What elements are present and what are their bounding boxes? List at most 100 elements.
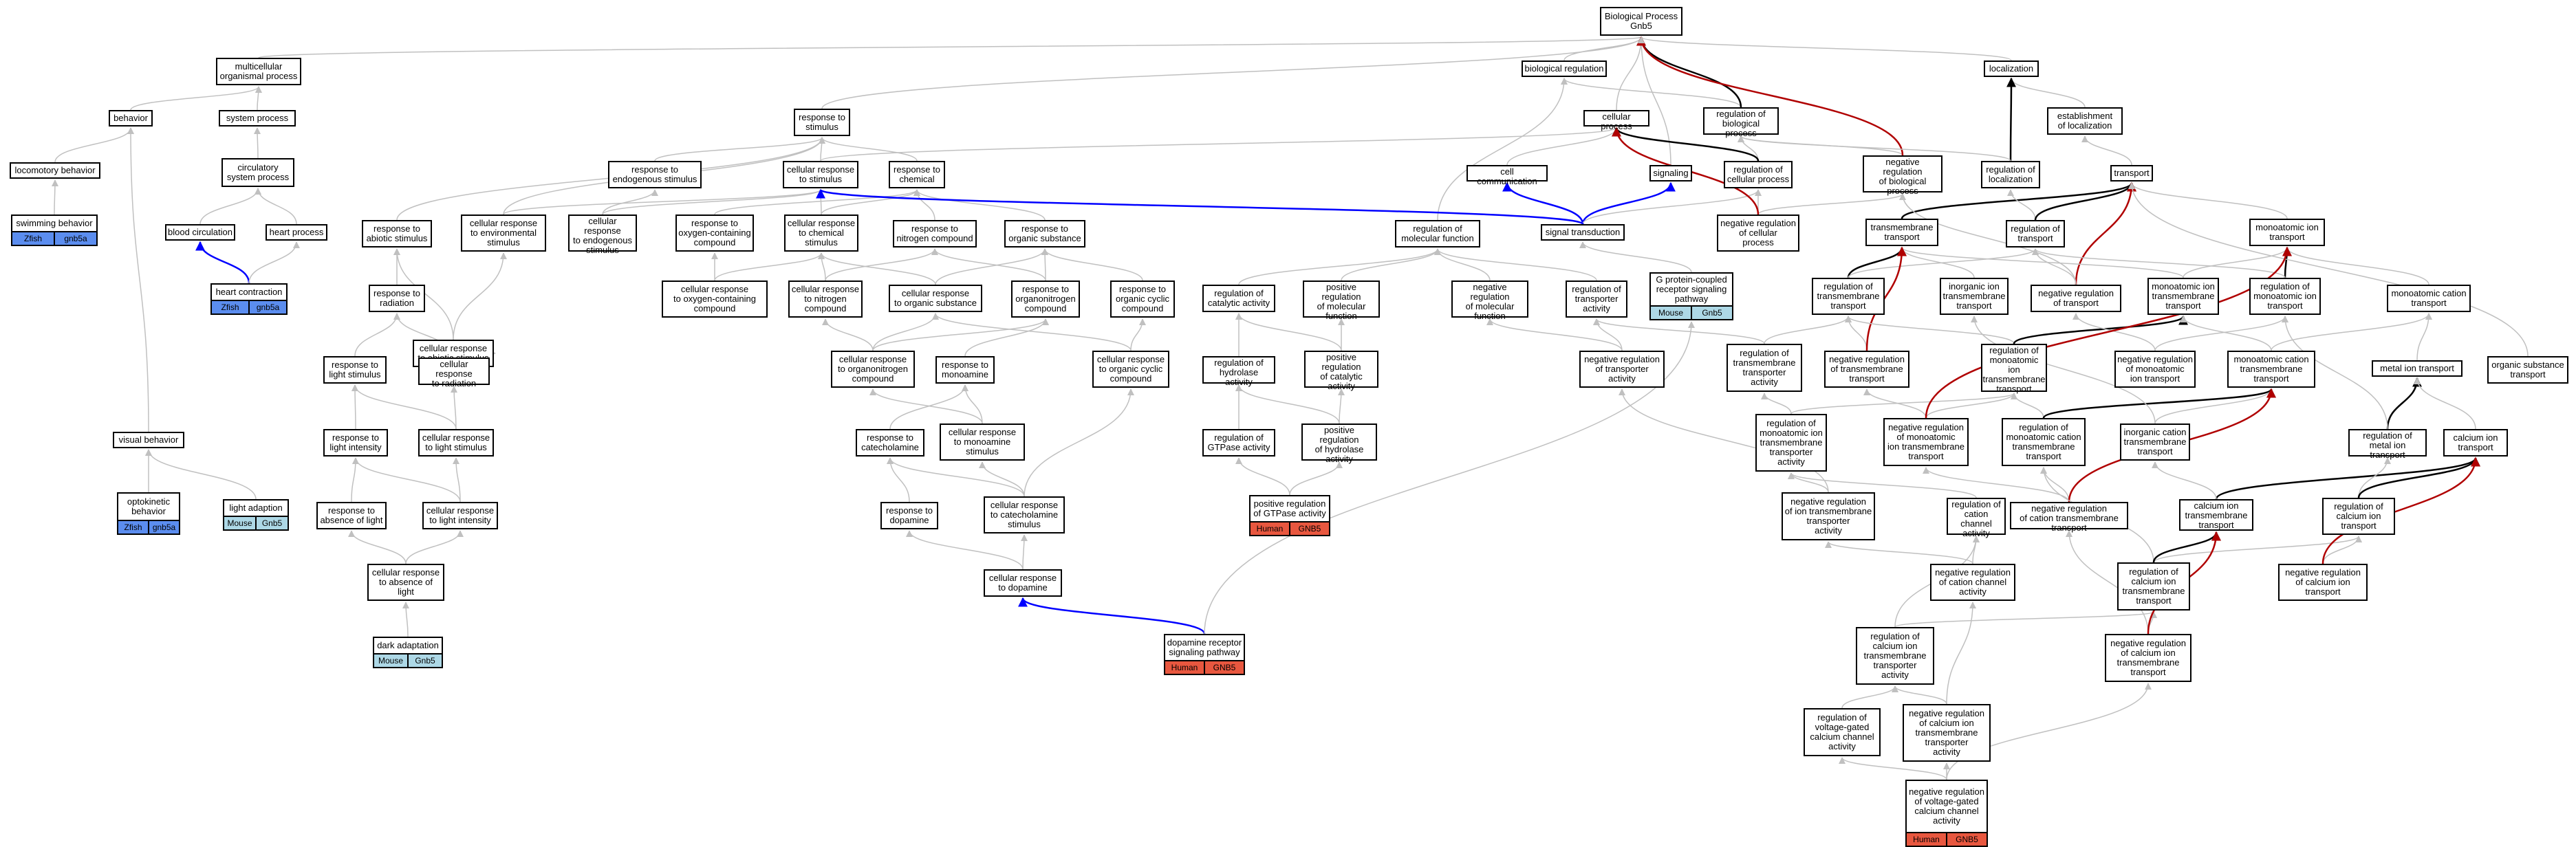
go-term-respmonoamine[interactable]: response to monoamine <box>935 356 995 384</box>
go-term-monocationtm[interactable]: monoatomic cation transmembrane transpor… <box>2227 351 2315 388</box>
go-term-regbioproc[interactable]: regulation of biological process <box>1703 107 1779 138</box>
go-term-regcationchan[interactable]: regulation of cation channel activity <box>1947 498 2006 538</box>
go-term-inorgion[interactable]: inorganic ion transmembrane transport <box>1940 278 2009 315</box>
go-term-regcalciumion[interactable]: regulation of calcium ion transport <box>2322 498 2395 535</box>
go-term-regtransporter[interactable]: regulation of transporter activity <box>1566 280 1627 318</box>
go-term-monoion[interactable]: monoatomic ion transport <box>2249 219 2325 246</box>
go-term-respstim[interactable]: response to stimulus <box>794 109 850 136</box>
go-term-respabiotic[interactable]: response to abiotic stimulus <box>362 220 432 248</box>
go-term-regcatalytic[interactable]: regulation of catalytic activity <box>1202 285 1275 312</box>
go-term-negregvgcc[interactable]: negative regulation of voltage-gated cal… <box>1905 780 1988 847</box>
go-term-crorg[interactable]: cellular response to organic substance <box>889 285 982 312</box>
go-term-resporganon[interactable]: response to organonitrogen compound <box>1011 280 1080 318</box>
go-term-respnitro[interactable]: response to nitrogen compound <box>893 220 977 248</box>
go-term-regmonoiontm[interactable]: regulation of monoatomic ion transmembra… <box>1981 344 2047 394</box>
go-term-negregmonoion[interactable]: negative regulation of monoatomic ion tr… <box>2114 351 2196 388</box>
go-term-negregcalciumiontm[interactable]: negative regulation of calcium ion trans… <box>2105 634 2191 682</box>
go-term-bp[interactable]: Biological Process Gnb5 <box>1600 7 1682 36</box>
go-term-regcellproc[interactable]: regulation of cellular process <box>1724 161 1793 188</box>
go-term-respchem[interactable]: response to chemical <box>889 161 945 188</box>
go-term-orgsubtrans[interactable]: organic substance transport <box>2487 356 2568 384</box>
go-term-behavior[interactable]: behavior <box>109 110 153 126</box>
go-term-visual[interactable]: visual behavior <box>113 432 184 448</box>
go-term-heartproc[interactable]: heart process <box>266 224 327 241</box>
go-term-crstim[interactable]: cellular response to stimulus <box>783 161 858 188</box>
go-term-regtmtransport[interactable]: regulation of transmembrane transport <box>1812 278 1885 315</box>
go-term-monoiontm[interactable]: monoatomic ion transmembrane transport <box>2147 278 2219 315</box>
go-term-crorganon[interactable]: cellular response to organonitrogen comp… <box>831 351 915 388</box>
go-term-calciumiontm[interactable]: calcium ion transmembrane transport <box>2179 499 2253 531</box>
go-term-crendo[interactable]: cellular response to endogenous stimulus <box>568 214 637 255</box>
go-term-cellproc[interactable]: cellular process <box>1583 110 1649 131</box>
go-term-crcyclic[interactable]: cellular response to organic cyclic comp… <box>1092 351 1169 388</box>
go-term-crabslight[interactable]: cellular response to absence of light <box>367 564 444 601</box>
go-term-regcalciumiontm[interactable]: regulation of calcium ion transmembrane … <box>2117 562 2190 610</box>
go-term-gpcr[interactable]: G protein-coupled receptor signaling pat… <box>1649 272 1733 320</box>
go-term-crlightint[interactable]: cellular response to light intensity <box>422 502 498 529</box>
go-term-inorgcation[interactable]: inorganic cation transmembrane transport <box>2120 424 2190 461</box>
go-term-negregmol[interactable]: negative regulation of molecular functio… <box>1451 280 1528 321</box>
go-term-negregtransporter[interactable]: negative regulation of transporter activ… <box>1579 351 1665 388</box>
go-term-crenv[interactable]: cellular response to environmental stimu… <box>461 214 546 252</box>
go-term-transport[interactable]: transport <box>2110 165 2153 182</box>
go-term-cellcomm[interactable]: cell communication <box>1466 165 1548 186</box>
go-term-reggtpase[interactable]: regulation of GTPase activity <box>1202 429 1275 456</box>
go-term-negregtransport[interactable]: negative regulation of transport <box>2031 285 2121 312</box>
go-term-estloc[interactable]: establishment of localization <box>2047 107 2123 135</box>
go-term-tmtransport[interactable]: transmembrane transport <box>1865 219 1938 246</box>
go-term-resplightint[interactable]: response to light intensity <box>323 429 388 456</box>
go-term-regmonocationtm[interactable]: regulation of monoatomic cation transmem… <box>2002 418 2086 466</box>
go-term-posreghydro[interactable]: positive regulation of hydrolase activit… <box>1301 424 1377 464</box>
go-term-regtmtransporteract[interactable]: regulation of transmembrane transporter … <box>1727 344 1802 392</box>
go-term-regcalciumiontmact[interactable]: regulation of calcium ion transmembrane … <box>1856 627 1934 685</box>
go-term-crcatechol[interactable]: cellular response to catecholamine stimu… <box>984 496 1065 534</box>
go-term-bioreg[interactable]: biological regulation <box>1522 60 1607 77</box>
go-term-respabslight[interactable]: response to absence of light <box>316 502 387 529</box>
go-term-negregbio[interactable]: negative regulation of biological proces… <box>1863 155 1942 196</box>
go-term-multi[interactable]: multicellular organismal process <box>216 58 301 85</box>
go-term-regmonoiontmact[interactable]: regulation of monoatomic ion transmembra… <box>1755 414 1827 472</box>
go-term-regloc[interactable]: regulation of localization <box>1981 161 2040 188</box>
go-term-circ[interactable]: circulatory system process <box>221 158 294 187</box>
go-term-negregcalciumion[interactable]: negative regulation of calcium ion trans… <box>2278 564 2368 601</box>
go-term-respcyclic[interactable]: response to organic cyclic compound <box>1110 280 1175 318</box>
go-term-croxy[interactable]: cellular response to oxygen-containing c… <box>662 280 768 318</box>
go-term-crmonoamine[interactable]: cellular response to monoamine stimulus <box>940 424 1025 461</box>
go-term-negregmonoiontm[interactable]: negative regulation of monoatomic ion tr… <box>1883 418 1969 466</box>
go-term-sigtrans[interactable]: signal transduction <box>1541 224 1625 241</box>
go-term-crnitro[interactable]: cellular response to nitrogen compound <box>788 280 863 318</box>
go-term-negregiontmact[interactable]: negative regulation of ion transmembrane… <box>1782 492 1875 540</box>
go-term-respoxy[interactable]: response to oxygen-containing compound <box>675 214 754 252</box>
go-term-resporg[interactable]: response to organic substance <box>1004 220 1085 248</box>
go-term-posregcat[interactable]: positive regulation of catalytic activit… <box>1304 351 1378 391</box>
go-term-negregtm[interactable]: negative regulation of transmembrane tra… <box>1824 351 1909 388</box>
go-term-reghydrolase[interactable]: regulation of hydrolase activity <box>1202 356 1275 387</box>
go-term-negregcell[interactable]: negative regulation of cellular process <box>1717 214 1799 252</box>
go-term-loco[interactable]: locomotory behavior <box>10 162 100 179</box>
go-term-crchem[interactable]: cellular response to chemical stimulus <box>784 214 858 252</box>
go-term-respendo[interactable]: response to endogenous stimulus <box>608 161 702 188</box>
go-term-respcatechol[interactable]: response to catecholamine <box>856 429 924 456</box>
go-term-respdopamine[interactable]: response to dopamine <box>880 502 938 529</box>
go-term-monocation[interactable]: monoatomic cation transport <box>2387 285 2471 312</box>
go-term-crradiation[interactable]: cellular response to radiation <box>418 358 490 388</box>
go-term-localization[interactable]: localization <box>1984 60 2039 77</box>
go-term-regmonoion[interactable]: regulation of monoatomic ion transport <box>2249 278 2321 315</box>
go-term-respradiation[interactable]: response to radiation <box>369 285 425 312</box>
go-term-resplight[interactable]: response to light stimulus <box>323 356 387 384</box>
go-term-regmolfunc[interactable]: regulation of molecular function <box>1395 220 1480 248</box>
go-term-negregcationtm[interactable]: negative regulation of cation transmembr… <box>2010 502 2128 533</box>
go-term-crlight[interactable]: cellular response to light stimulus <box>418 429 494 456</box>
go-term-sysproc[interactable]: system process <box>219 110 296 126</box>
go-term-negregcalciumiontmact[interactable]: negative regulation of calcium ion trans… <box>1903 704 1991 762</box>
go-term-posregmol[interactable]: positive regulation of molecular functio… <box>1303 280 1380 321</box>
go-term-signaling[interactable]: signaling <box>1649 165 1692 182</box>
go-term-regmetalion[interactable]: regulation of metal ion transport <box>2348 429 2427 460</box>
go-term-regtransport[interactable]: regulation of transport <box>2006 220 2065 248</box>
